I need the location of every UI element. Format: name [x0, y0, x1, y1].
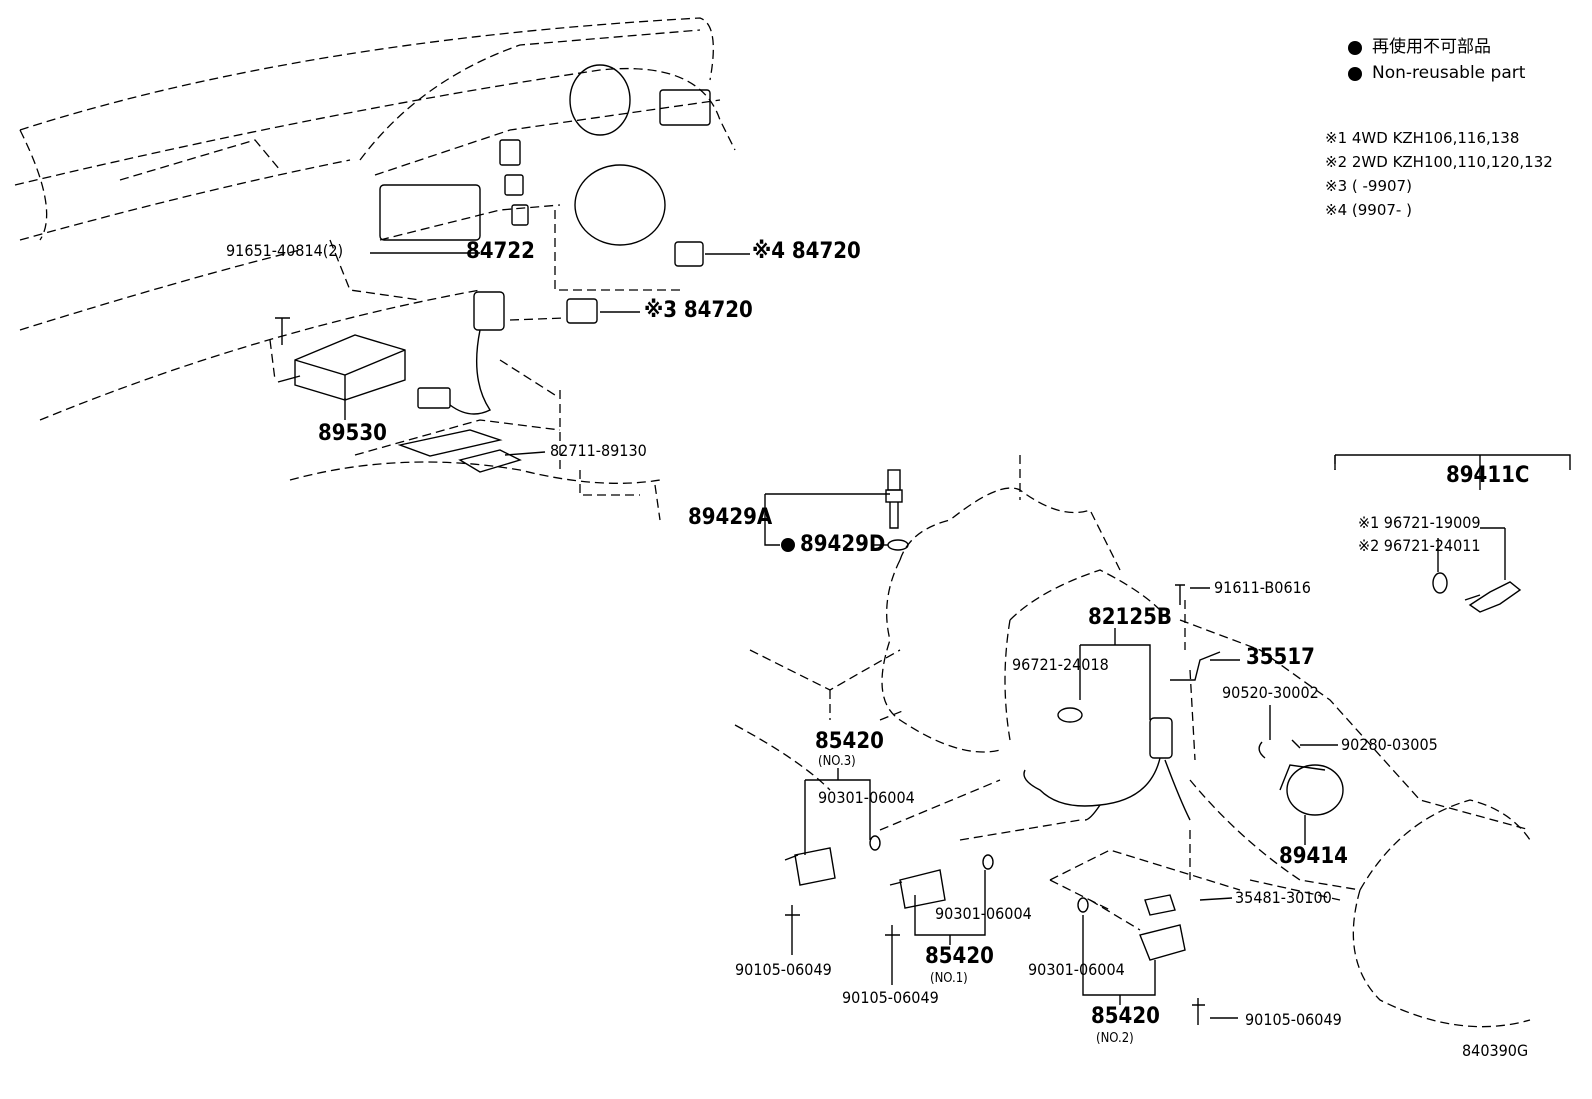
note-2: ※2 2WD KZH100,110,120,132 — [1325, 153, 1553, 171]
note-4: ※4 (9907- ) — [1325, 201, 1412, 219]
part-sublabel: (NO.3) — [818, 754, 856, 769]
part-label: 35481-30100 — [1235, 888, 1332, 907]
part-label: 91611-B0616 — [1214, 578, 1311, 597]
part-label: 82711-89130 — [550, 441, 647, 460]
part-label: 84722 — [466, 239, 535, 264]
note-1: ※1 4WD KZH106,116,138 — [1325, 129, 1520, 147]
part-label: ※3 84720 — [644, 298, 753, 323]
part-label: 89429A — [688, 505, 773, 530]
part-label: ※1 96721-19009 — [1358, 513, 1481, 532]
part-label: 85420 — [925, 944, 994, 969]
part-sublabel: (NO.2) — [1096, 1031, 1134, 1046]
part-label: 96721-24018 — [1012, 655, 1109, 674]
part-label: ※2 96721-24011 — [1358, 536, 1481, 555]
legend-text-ja: 再使用不可部品 — [1372, 37, 1491, 57]
part-label: ※4 84720 — [752, 239, 861, 264]
part-label: 85420 — [815, 729, 884, 754]
part-label: 90301-06004 — [818, 788, 915, 807]
part-label: 90280-03005 — [1341, 735, 1438, 754]
part-label: 90105-06049 — [1245, 1010, 1342, 1029]
part-label: 35517 — [1246, 645, 1315, 670]
diagram-code: 840390G — [1462, 1041, 1529, 1060]
part-label: 90301-06004 — [1028, 960, 1125, 979]
part-label: 82125B — [1088, 605, 1172, 630]
part-label: 91651-40814(2) — [226, 241, 344, 260]
part-label: 89414 — [1279, 844, 1348, 869]
part-sublabel: (NO.1) — [930, 971, 968, 986]
part-label: 89530 — [318, 421, 387, 446]
part-label: 90105-06049 — [842, 988, 939, 1007]
part-label: 89429D — [800, 532, 886, 557]
part-label: 89411C — [1446, 463, 1530, 488]
legend-text-en: Non-reusable part — [1372, 63, 1526, 83]
part-label: 90301-06004 — [935, 904, 1032, 923]
part-label: 90520-30002 — [1222, 683, 1319, 702]
part-label: 90105-06049 — [735, 960, 832, 979]
part-label: 85420 — [1091, 1004, 1160, 1029]
note-3: ※3 ( -9907) — [1325, 177, 1412, 195]
